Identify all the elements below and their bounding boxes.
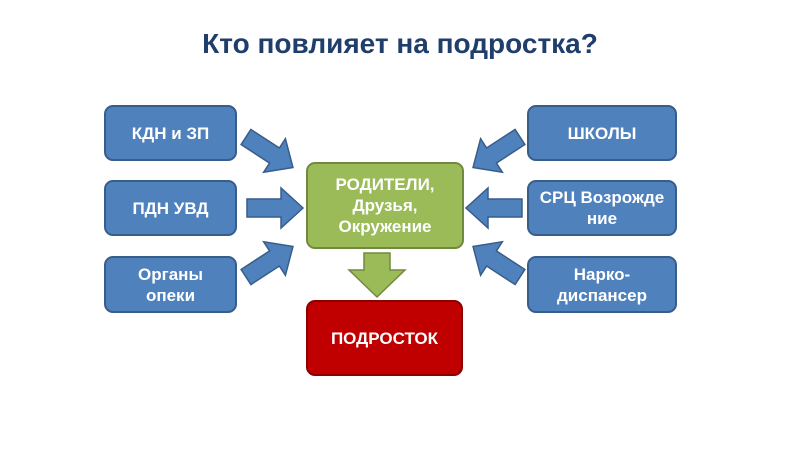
box-label: РОДИТЕЛИ, Друзья, Окружение: [335, 175, 435, 236]
arrow-parents-to-teen: [347, 252, 407, 299]
box-schools: ШКОЛЫ: [527, 105, 677, 161]
arrow-opeka-to-parents: [234, 228, 305, 295]
box-parents: РОДИТЕЛИ, Друзья, Окружение: [306, 162, 464, 249]
arrow-narco-to-parents: [461, 228, 532, 295]
slide-title: Кто повлияет на подростка?: [202, 28, 598, 59]
box-pdn: ПДН УВД: [104, 180, 237, 236]
box-label: ПОДРОСТОК: [330, 328, 439, 348]
box-label: КДН и ЗП: [131, 123, 210, 143]
box-label: ШКОЛЫ: [567, 123, 637, 143]
box-src: СРЦ Возрождение: [527, 180, 677, 236]
box-opeka: Органы опеки: [104, 256, 237, 313]
box-teen: ПОДРОСТОК: [306, 300, 463, 376]
box-label: ПДН УВД: [132, 198, 209, 218]
box-label: Органы опеки: [138, 264, 203, 305]
arrow-pdn-to-parents: [246, 187, 304, 229]
arrow-schools-to-parents: [461, 119, 532, 186]
box-label: Нарко-диспансер: [557, 264, 647, 305]
box-label: СРЦ Возрождение: [539, 188, 665, 228]
arrow-kdn-to-parents: [234, 119, 305, 186]
box-narco: Нарко-диспансер: [527, 256, 677, 313]
box-kdn: КДН и ЗП: [104, 105, 237, 161]
arrow-src-to-parents: [465, 187, 523, 229]
